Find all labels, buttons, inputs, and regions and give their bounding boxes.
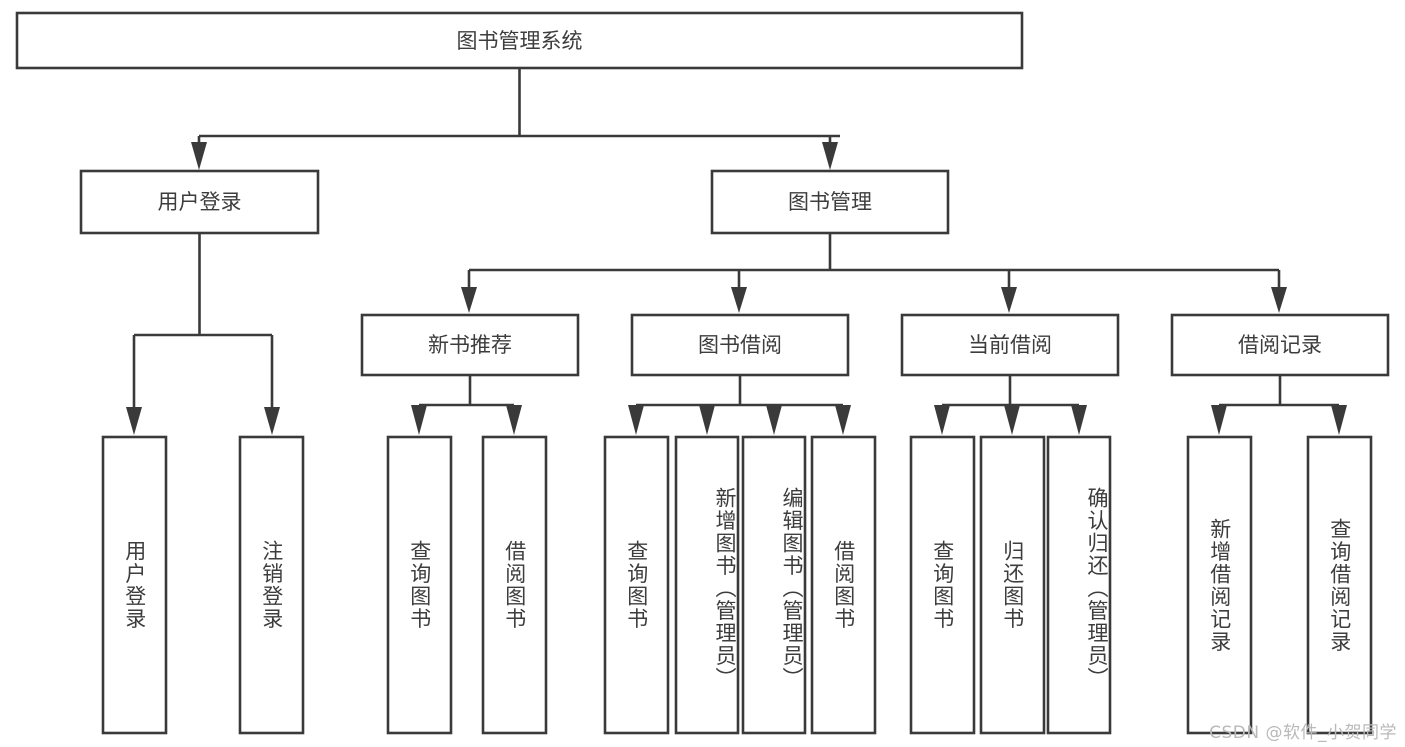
arrow-to-leaf-query-record [1331,405,1347,435]
arrow-to-leaf-confirm-return [1071,405,1087,435]
arrow-to-leaf-borrow-book-2 [835,405,851,435]
arrow-to-leaf-edit-book [766,405,782,435]
arrow-to-leaf-query-book-3 [934,405,950,435]
node-user-login-label: 用户登录 [158,190,242,214]
arrow-to-leaf-borrow-book-1 [506,405,522,435]
arrow-to-leaf-query-book-2 [628,405,644,435]
node-root-box[interactable] [15,11,1024,70]
node-borrow-record-box[interactable] [1170,313,1390,377]
node-book-manage-label: 图书管理 [788,190,872,214]
arrow-to-book-manage [822,142,838,170]
arrow-to-book-borrow [731,287,747,313]
leaf-box-query-book-3[interactable] [909,435,976,735]
leaf-box-query-book-2[interactable] [603,435,670,735]
leaf-box-borrow-book-2[interactable] [810,435,877,735]
leaf-box-return-book[interactable] [979,435,1046,735]
arrow-to-current-borrow [1001,287,1017,313]
node-book-borrow-label: 图书借阅 [698,333,782,357]
csdn-watermark: CSDN @软件_小贺同学 [1209,723,1397,743]
leaf-box-confirm-return[interactable] [1046,435,1112,735]
arrow-to-leaf-user-login [126,407,142,435]
leaf-box-query-record[interactable] [1306,435,1373,735]
node-current-borrow-box[interactable] [900,313,1120,377]
arrow-to-borrow-record [1271,287,1287,313]
node-root-label: 图书管理系统 [457,29,583,53]
leaf-box-query-book-1[interactable] [386,435,453,735]
leaf-box-logout[interactable] [238,435,305,735]
arrow-to-leaf-query-book-1 [411,405,427,435]
arrow-to-leaf-logout [264,407,280,435]
node-current-borrow-label: 当前借阅 [968,333,1052,357]
leaf-box-add-book[interactable] [674,435,740,735]
arrow-to-leaf-add-book [699,405,715,435]
arrow-to-new-book-rec [461,287,477,313]
node-borrow-record-label: 借阅记录 [1238,333,1322,357]
node-book-manage-box[interactable] [710,169,950,235]
leaf-box-borrow-book-1[interactable] [481,435,548,735]
leaf-box-add-record[interactable] [1186,435,1253,735]
leaf-box-user-login[interactable] [101,435,168,735]
arrow-to-user-login [191,142,207,170]
node-new-book-rec-box[interactable] [360,313,580,377]
node-new-book-rec-label: 新书推荐 [428,333,512,357]
leaf-box-edit-book[interactable] [741,435,807,735]
arrow-to-leaf-return-book [1004,405,1020,435]
node-book-borrow-box[interactable] [630,313,850,377]
arrow-to-leaf-add-record [1211,405,1227,435]
